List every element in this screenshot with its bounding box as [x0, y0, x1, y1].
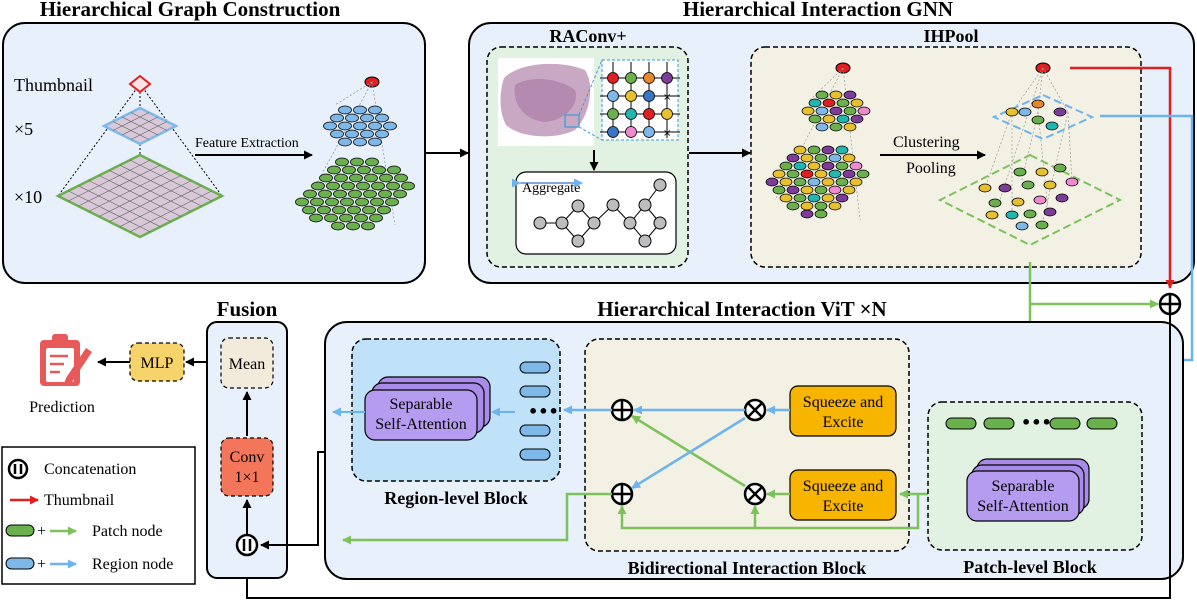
legend-concatenation-label: Concatenation [44, 461, 136, 478]
region-level-block-label: Region-level Block [384, 488, 527, 508]
plus-op-bottom [610, 482, 634, 506]
graph-construction-panel [2, 22, 426, 284]
se-top-line2: Excite [823, 414, 864, 431]
conv-line1: Conv [230, 449, 265, 466]
aggregate-graph [533, 178, 667, 248]
extracted-graph [295, 76, 415, 231]
aggregate-box [515, 171, 677, 255]
fusion-title: Fusion [217, 297, 278, 321]
ihpool-output-graph [937, 62, 1123, 247]
bidirectional-block-label: Bidirectional Interaction Block [628, 558, 867, 578]
patch-attention-stack [966, 458, 1090, 522]
feature-extraction-label: Feature Extraction [195, 136, 299, 151]
legend-patch-plus: + [37, 523, 46, 540]
region-attention-line2: Self-Attention [375, 416, 467, 433]
colored-node-grid: × × [600, 59, 680, 141]
patch-level-block-label: Patch-level Block [963, 557, 1096, 577]
se-bottom-line2: Excite [823, 498, 864, 515]
vit-to-concat-path [260, 451, 325, 550]
plus-op-top [610, 398, 634, 422]
multiply-op-top [743, 398, 767, 422]
wsi-thumbnail [498, 58, 603, 146]
mlp-label: MLP [141, 355, 174, 372]
patch-attention-line2: Self-Attention [977, 498, 1069, 515]
vit-title: Hierarchical Interaction ViT ×N [597, 297, 886, 321]
thumbnail-red-path [1070, 66, 1175, 289]
ihpool-title: IHPool [923, 26, 978, 46]
pooling-label: Pooling [906, 160, 956, 177]
conv-line2: 1×1 [234, 469, 259, 486]
region-tokens [519, 361, 551, 461]
svg-text:×: × [663, 92, 671, 103]
conv-box [220, 437, 274, 497]
patch-attention-line1: Separable [991, 478, 1054, 495]
tissue-pyramid [55, 74, 225, 239]
level-x5-label: ×5 [14, 119, 33, 139]
region-tokens-ellipsis: ••• [528, 402, 559, 421]
se-bottom-line1: Squeeze and [803, 478, 883, 495]
multiply-op-bottom [743, 482, 767, 506]
clipboard-icon [40, 334, 92, 386]
concatenation-node [235, 533, 259, 557]
mean-label: Mean [229, 356, 265, 373]
blue-node-arrow-icon [5, 557, 77, 570]
raconv-title: RAConv+ [549, 26, 626, 46]
region-attention-stack [364, 376, 491, 441]
legend-region-plus: + [37, 556, 46, 573]
patch-tokens-ellipsis: ••• [1021, 413, 1052, 432]
se-top-line1: Squeeze and [803, 394, 883, 411]
legend-thumbnail-label: Thumbnail [44, 492, 115, 509]
patch-tokens [945, 417, 1118, 430]
green-node-arrow-icon [5, 524, 77, 537]
legend-box [1, 446, 196, 585]
concatenation-icon [7, 458, 29, 480]
gnn-title: Hierarchical Interaction GNN [683, 0, 953, 21]
bidirectional-arrows [342, 405, 928, 545]
svg-text:×: × [663, 128, 671, 139]
prediction-label: Prediction [29, 399, 95, 416]
region-attention-line1: Separable [389, 396, 452, 413]
clustering-label: Clustering [893, 134, 960, 151]
ihpool-input-graph [765, 62, 871, 221]
legend-region-label: Region node [92, 556, 173, 573]
legend-patch-label: Patch node [92, 523, 163, 540]
mean-box [220, 337, 274, 389]
graph-construction-title: Hierarchical Graph Construction [40, 0, 341, 21]
level-x10-label: ×10 [14, 187, 42, 207]
mlp-box [129, 342, 185, 382]
level-thumbnail-label: Thumbnail [14, 75, 93, 95]
